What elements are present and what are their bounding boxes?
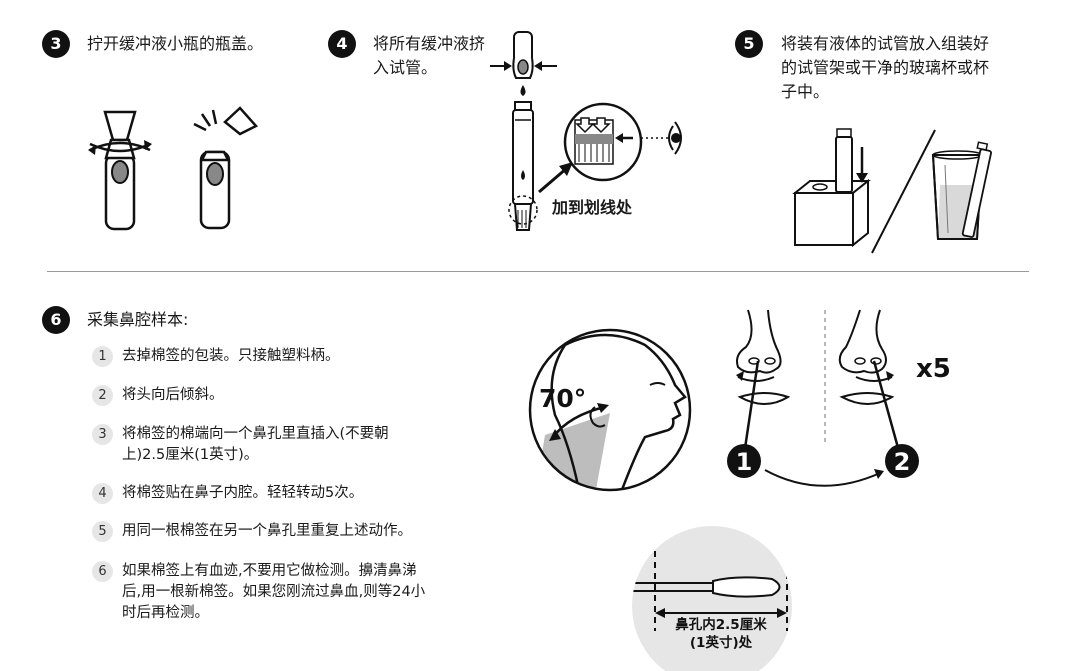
step-6-title: 采集鼻腔样本: (87, 310, 189, 329)
step-3-badge: 3 (42, 30, 70, 58)
list-item-text: 去掉棉签的包装。只接触塑料柄。 (122, 348, 340, 364)
nostril-1-label: 1 (736, 448, 753, 476)
step-3-text: 拧开缓冲液小瓶的瓶盖。 (87, 34, 264, 53)
step-5-text: 将装有液体的试管放入组装好 的试管架或干净的玻璃杯或杯 子中。 (781, 34, 990, 101)
step-4-text: 将所有缓冲液挤 入试管。 (373, 34, 486, 77)
tube-rack-illustration (792, 128, 992, 254)
nostril-2-label: 2 (894, 448, 911, 476)
list-item-number: 3 (92, 424, 113, 445)
step-6-badge: 6 (42, 306, 70, 334)
angle-label: 70° (539, 384, 586, 413)
list-item-text: 用同一根棉签在另一个鼻孔里重复上述动作。 (122, 523, 412, 539)
list-item-text: 如果棉签上有血迹,不要用它做检测。擤清鼻涕 后,用一根新棉签。如果您刚流过鼻血,… (122, 563, 426, 621)
depth-label-line2: (1英寸)处 (690, 634, 753, 651)
list-item-text: 将头向后倾斜。 (122, 387, 224, 403)
fill-to-line-label: 加到划线处 (552, 198, 633, 217)
section-divider (47, 271, 1029, 272)
repeat-count-label: x5 (916, 354, 951, 384)
step-4-badge: 4 (328, 30, 356, 58)
nostril-swab-illustration: x5 1 2 (727, 309, 951, 487)
list-item-number: 6 (92, 561, 113, 582)
list-item-number: 1 (92, 346, 113, 367)
open-vial-illustration (88, 106, 259, 231)
list-item-text: 将棉签的棉端向一个鼻孔里直插入(不要朝 上)2.5厘米(1英寸)。 (122, 426, 389, 463)
list-item-text: 将棉签贴在鼻子内腔。轻轻转动5次。 (122, 485, 364, 501)
swab-depth-illustration: 鼻孔内2.5厘米 (1英寸)处 (632, 526, 792, 671)
head-tilt-illustration: 70° (528, 328, 692, 492)
depth-label-line1: 鼻孔内2.5厘米 (675, 616, 767, 633)
list-item-number: 2 (92, 385, 113, 406)
list-item-number: 4 (92, 483, 113, 504)
list-item-number: 5 (92, 521, 113, 542)
step-5-badge: 5 (735, 30, 763, 58)
squeeze-buffer-illustration (490, 31, 682, 231)
